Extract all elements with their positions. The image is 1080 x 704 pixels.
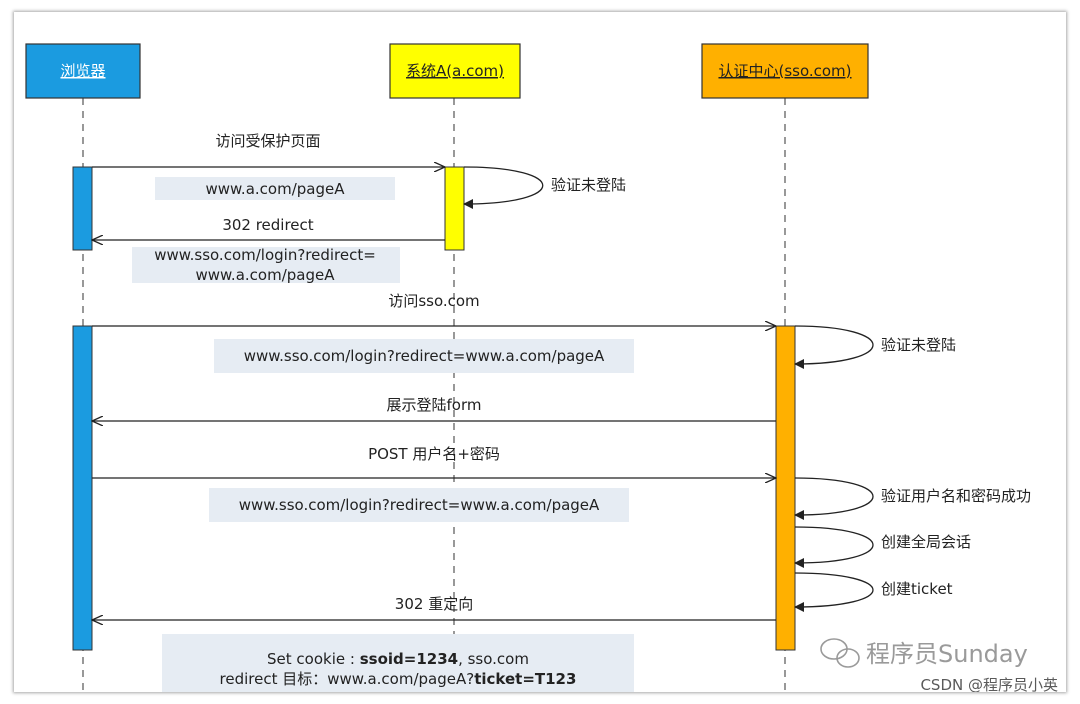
msg-visit-sso: 访问sso.com [388,292,479,310]
activation-system-a [444,166,465,251]
diagram-frame: 浏览器 系统A(a.com) 认证中心(sso.com) www.a.com/p… [14,12,1066,692]
actor-system-a-label: 系统A(a.com) [406,62,504,80]
url-box-4-text: www.sso.com/login?redirect=www.a.com/pag… [239,496,600,514]
url-box-2 [132,247,400,283]
self-loop-sso-4 [794,572,874,612]
cookie-line-2: redirect 目标：www.a.com/pageA?ticket=T123 [220,670,577,688]
activation-browser-2 [72,325,93,651]
msg-post-credentials: POST 用户名+密码 [368,445,500,463]
actor-browser-label: 浏览器 [60,62,105,80]
url-box-2-line2: www.a.com/pageA [196,266,336,284]
actor-browser: 浏览器 [25,43,141,99]
note-create-global-session: 创建全局会话 [881,533,971,551]
url-box-3-text: www.sso.com/login?redirect=www.a.com/pag… [244,347,605,365]
cookie-line-1: Set cookie : ssoid=1234, sso.com [267,650,529,668]
note-create-ticket: 创建ticket [881,580,953,598]
msg-302-redirect-2: 302 重定向 [395,595,473,613]
sequence-diagram: 浏览器 系统A(a.com) 认证中心(sso.com) www.a.com/p… [25,43,1058,692]
msg-302-redirect: 302 redirect [222,216,313,234]
activation-sso [775,325,796,651]
self-loop-sso-2 [794,477,874,520]
self-loop-sso-1 [794,325,874,369]
note-sso-not-logged-in: 验证未登陆 [881,336,956,354]
msg-visit-protected: 访问受保护页面 [215,132,320,150]
actor-sso: 认证中心(sso.com) [701,43,869,99]
url-box-4 [209,488,629,522]
self-loop-system-a [463,166,544,209]
note-credentials-ok: 验证用户名和密码成功 [881,487,1031,505]
url-box-2-line1: www.sso.com/login?redirect= [154,246,376,264]
wechat-icon [820,638,860,668]
watermark-text: 程序员Sunday [866,640,1028,668]
url-box-1 [155,177,395,200]
note-system-a-not-logged-in: 验证未登陆 [551,176,626,194]
csdn-watermark: CSDN @程序员小英 [920,676,1058,692]
actor-sso-label: 认证中心(sso.com) [718,62,851,80]
url-box-1-text: www.a.com/pageA [206,180,346,198]
actor-system-a: 系统A(a.com) [389,43,521,99]
url-box-3 [214,339,634,373]
self-loop-sso-3 [794,526,874,568]
activation-browser-1 [72,166,93,251]
cookie-box [162,634,634,692]
msg-show-login-form: 展示登陆form [387,396,482,414]
